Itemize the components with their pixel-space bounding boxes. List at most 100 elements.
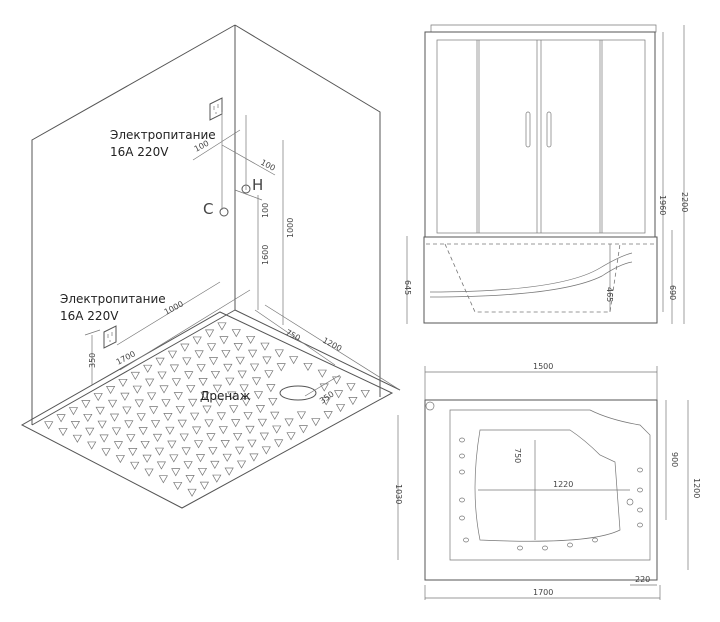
tray-triangle <box>200 391 210 400</box>
tray-triangle <box>120 392 130 401</box>
tray-triangle <box>196 364 206 373</box>
tray-triangle <box>237 370 247 379</box>
tray-triangle <box>206 343 217 352</box>
tray-triangle <box>303 362 313 372</box>
tray-triangle <box>233 432 243 442</box>
tray-triangle <box>147 392 157 401</box>
tray-triangle <box>180 343 190 352</box>
dim-1500: 1500 <box>533 362 553 371</box>
tray-triangle <box>81 400 91 409</box>
dim-690: 690 <box>668 285 677 300</box>
tray-triangle <box>317 369 327 378</box>
tray-triangle <box>286 432 296 441</box>
tray-triangle <box>266 384 276 393</box>
tray-triangle <box>124 420 134 429</box>
tray-triangle <box>216 412 226 421</box>
dim-1200-top: 1200 <box>692 478 701 498</box>
tray-triangle <box>264 370 274 379</box>
tray-triangle <box>198 378 208 387</box>
jet-icon <box>637 507 643 513</box>
tray-triangle <box>234 446 245 455</box>
tray-triangle <box>204 419 214 428</box>
tray-triangle <box>95 406 105 415</box>
tray-triangle <box>148 406 159 415</box>
tray-triangle <box>276 363 286 372</box>
dim-100-c: 100 <box>261 203 270 218</box>
drain-icon <box>279 385 317 401</box>
tray-triangle <box>268 397 278 407</box>
tray-triangle <box>163 413 173 422</box>
dim-1700-top: 1700 <box>533 588 553 597</box>
tray-triangle <box>140 440 150 450</box>
dim-220: 220 <box>635 575 650 584</box>
tray-triangle <box>169 454 179 463</box>
jet-icon <box>637 522 643 528</box>
tray-triangle <box>145 378 155 387</box>
tray-triangle <box>274 349 284 358</box>
door-handle-left <box>525 111 531 148</box>
tray-triangle <box>206 433 216 442</box>
tray-triangle <box>272 425 282 434</box>
tray-triangle <box>143 364 153 373</box>
isometric-room-view <box>20 24 401 509</box>
tray-triangle <box>93 393 103 402</box>
tray-triangle <box>72 434 82 443</box>
tray-triangle <box>44 421 54 430</box>
dim-2200: 2200 <box>680 192 689 212</box>
walls <box>31 24 381 425</box>
floor-edges <box>31 309 401 426</box>
tray-triangle <box>197 467 208 477</box>
jet-icon <box>459 497 465 503</box>
power-label-top: Электропитание <box>110 128 216 142</box>
tray-triangle <box>187 488 197 497</box>
tray-triangle <box>183 461 193 470</box>
tray-triangle <box>165 426 175 435</box>
power-socket-bottom-icon <box>103 325 117 349</box>
tray-triangle <box>221 350 231 359</box>
tray-triangle <box>97 420 107 429</box>
tray-triangle <box>136 413 146 422</box>
tray-triangle <box>193 440 204 449</box>
jet-icon <box>592 537 598 543</box>
tray-triangle <box>191 426 202 435</box>
tray-triangle <box>184 371 194 380</box>
dim-1220: 1220 <box>553 480 573 489</box>
tray-triangle <box>231 419 241 428</box>
tray-triangle <box>70 421 81 430</box>
tray-triangle <box>323 411 333 420</box>
tray-triangle <box>111 427 122 436</box>
hot-water-label: H <box>252 176 263 194</box>
tray-triangle <box>156 461 167 470</box>
tray-triangle <box>171 378 181 387</box>
drain-hole-icon <box>626 498 634 506</box>
tray-triangle <box>225 377 235 386</box>
tray-triangle <box>58 428 68 437</box>
tray-triangle <box>360 389 370 399</box>
cold-water-outlet-icon <box>219 207 229 217</box>
tray-triangle <box>212 474 222 483</box>
jet-icon <box>459 515 465 521</box>
tray-triangle <box>161 399 171 408</box>
front-elevation-view <box>406 24 685 324</box>
jet-icon <box>567 542 573 548</box>
tray-triangle <box>105 386 116 395</box>
tray-triangle <box>247 439 257 448</box>
dim-900: 900 <box>670 452 679 467</box>
tray-triangle <box>246 335 256 345</box>
tray-triangle <box>68 407 79 416</box>
tray-triangle <box>348 397 358 406</box>
tray-triangle <box>220 440 230 449</box>
tray-triangle <box>222 453 232 462</box>
tray-triangle <box>115 455 125 464</box>
tray-triangle <box>132 385 142 394</box>
tray-triangle <box>260 342 270 351</box>
tray-triangle <box>241 398 251 407</box>
tray-triangle <box>235 356 245 365</box>
tray-triangle <box>233 343 243 352</box>
bathtub-outline <box>424 399 658 581</box>
shower-tray <box>20 311 394 509</box>
dim-645: 645 <box>403 280 412 295</box>
tray-triangle <box>83 413 93 423</box>
tray-triangle <box>185 475 195 484</box>
